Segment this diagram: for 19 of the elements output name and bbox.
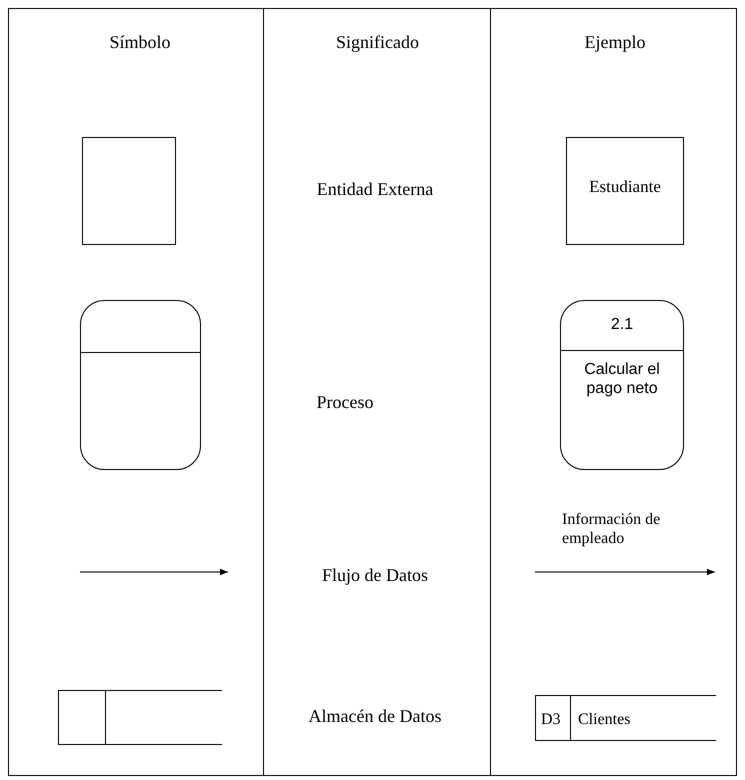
column-header: Ejemplo bbox=[584, 32, 646, 54]
column-header: Significado bbox=[335, 32, 420, 54]
entity-name: Estudiante bbox=[588, 177, 662, 198]
process-name: Calcular el pago neto bbox=[583, 360, 661, 398]
process-id: 2.1 bbox=[610, 315, 634, 334]
meaning-text: Proceso bbox=[316, 392, 374, 414]
column-header: Símbolo bbox=[108, 32, 172, 54]
external-entity-box bbox=[566, 137, 684, 245]
data-store-symbol bbox=[535, 695, 716, 741]
store-name: Clientes bbox=[578, 710, 630, 730]
external-entity-box bbox=[82, 137, 176, 245]
meaning-text: Almacén de Datos bbox=[308, 706, 442, 728]
meaning-text: Flujo de Datos bbox=[321, 565, 429, 587]
process-box bbox=[560, 300, 684, 470]
process-box bbox=[80, 300, 201, 470]
store-id: D3 bbox=[541, 710, 561, 730]
data-store-symbol bbox=[58, 690, 222, 745]
flow-label: Información de empleado bbox=[562, 510, 662, 548]
meaning-text: Entidad Externa bbox=[316, 179, 434, 201]
